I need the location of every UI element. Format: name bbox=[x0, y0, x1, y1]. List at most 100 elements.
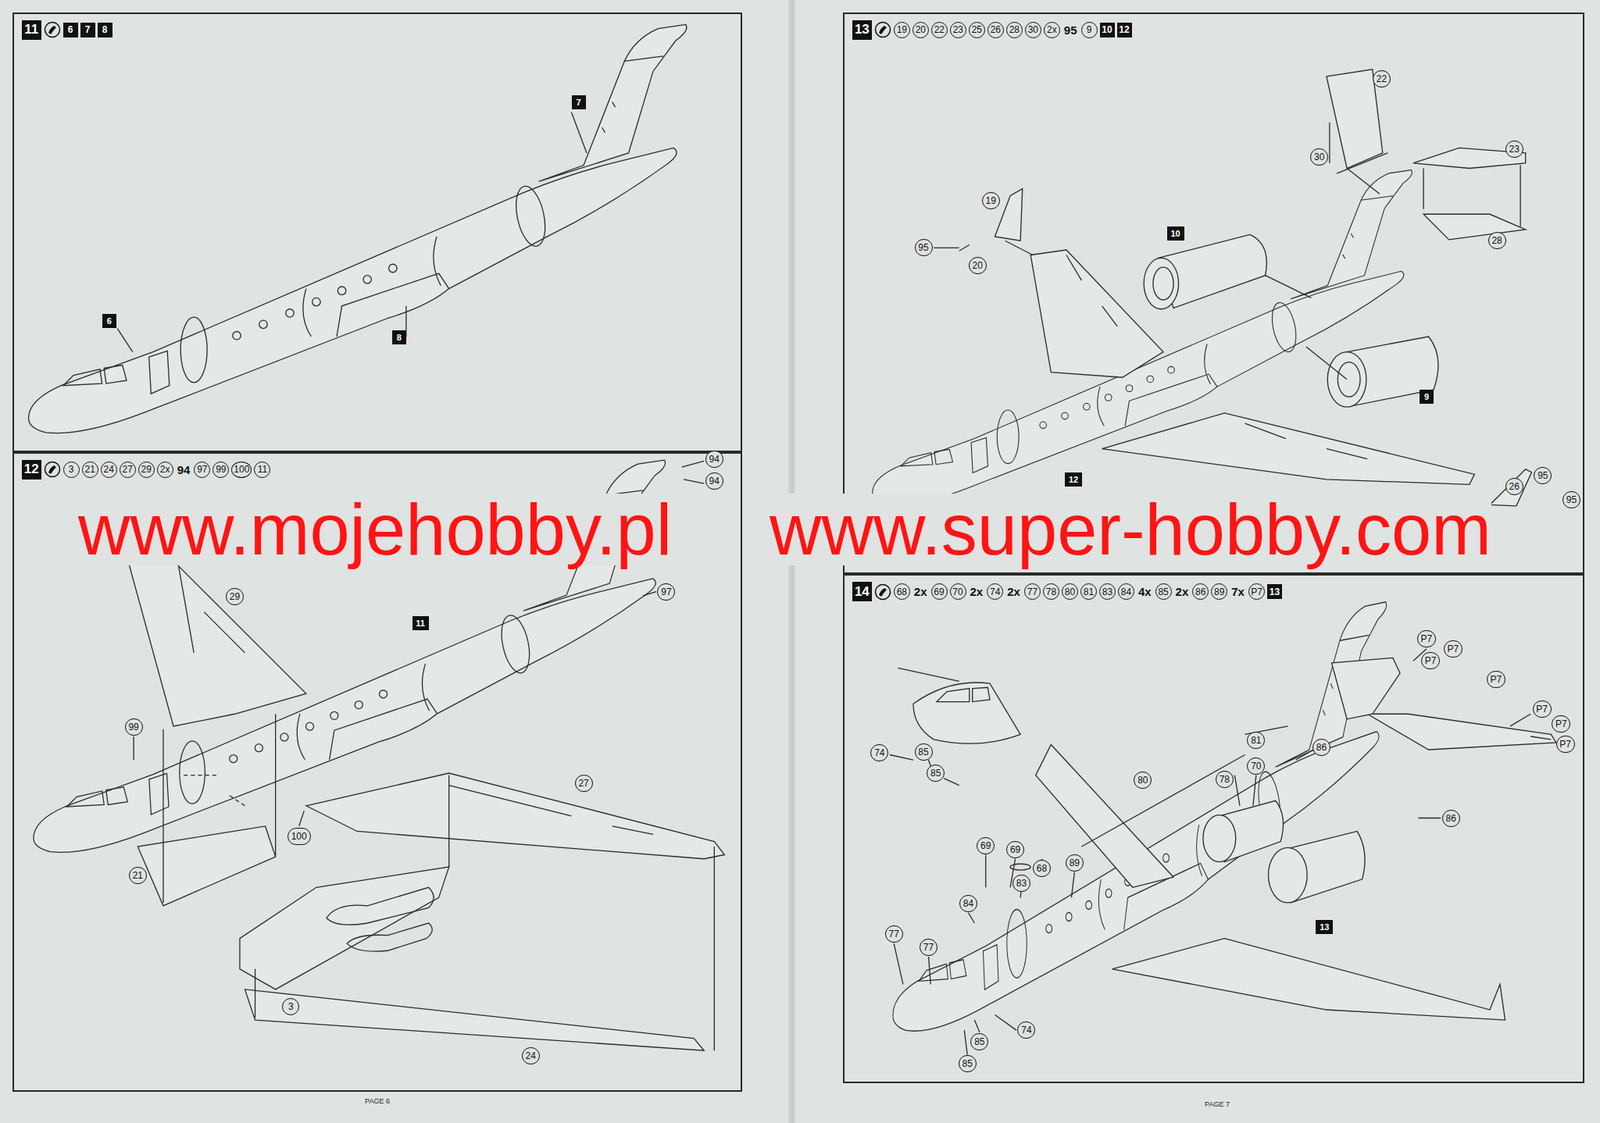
callout-number: 29 bbox=[225, 588, 244, 606]
callout-number: 24 bbox=[100, 461, 118, 479]
callout-text: 8 bbox=[396, 332, 402, 343]
part-number: 8 bbox=[97, 22, 113, 38]
part-number: 10 bbox=[1167, 226, 1185, 241]
callout-number: 99 bbox=[212, 461, 229, 479]
callout-number: 68 bbox=[1032, 860, 1051, 878]
callout-number: 69 bbox=[976, 837, 995, 855]
callout-text: P7 bbox=[1447, 643, 1460, 655]
callout-number: 23 bbox=[1505, 140, 1524, 158]
glue-icon bbox=[874, 583, 892, 601]
drawing-line bbox=[1102, 413, 1475, 485]
callout-number: 69 bbox=[931, 583, 948, 600]
watermark: www.mojehobby.pl bbox=[78, 493, 672, 566]
callout-number: 89 bbox=[1210, 583, 1228, 600]
callout-number: 9 bbox=[1081, 21, 1098, 39]
callout-text: 95 bbox=[917, 242, 929, 254]
callout-text: 6 bbox=[107, 316, 112, 326]
callout-text: 78 bbox=[1219, 774, 1230, 786]
callout-number: 11 bbox=[253, 461, 271, 479]
callout-number: 86 bbox=[1312, 739, 1331, 757]
callout-number: 94 bbox=[705, 472, 724, 490]
step-panel: 14682x69702x742x7778808183844x852x86897x… bbox=[842, 574, 1586, 1084]
callout-text: 21 bbox=[132, 870, 143, 882]
callout-number: 2x bbox=[1043, 21, 1061, 39]
drawing-line bbox=[1153, 267, 1174, 300]
drawing-line bbox=[1244, 423, 1368, 460]
callout-number: 86 bbox=[1442, 810, 1461, 828]
callout-text: 26 bbox=[1509, 481, 1520, 493]
drawing-line bbox=[1489, 469, 1533, 507]
callout-number: 78 bbox=[1215, 771, 1234, 789]
callout-text: 13 bbox=[1319, 922, 1329, 933]
part-number: 6 bbox=[102, 314, 117, 329]
step-number: 13 bbox=[852, 20, 872, 40]
step-header: 14682x69702x742x7778808183844x852x86897x… bbox=[852, 582, 1283, 602]
callout-number: 84 bbox=[959, 895, 978, 913]
step-header: 123212427292x94979910011 bbox=[21, 460, 272, 480]
drawing-line bbox=[1423, 214, 1526, 240]
part-number: 12 bbox=[1117, 22, 1133, 38]
callout-text: 86 bbox=[1446, 813, 1457, 825]
callout-number: 86 bbox=[1192, 583, 1209, 600]
callout-text: 77 bbox=[888, 928, 899, 940]
callout-number: 21 bbox=[82, 461, 99, 479]
callout-number: 3 bbox=[282, 998, 300, 1016]
callout-text: 81 bbox=[1250, 735, 1261, 747]
callout-number: 28 bbox=[1488, 232, 1507, 250]
drawing-line bbox=[1331, 657, 1400, 719]
callout-text: 9 bbox=[1424, 392, 1429, 402]
callout-text: 30 bbox=[1314, 151, 1325, 163]
quantity: 2x bbox=[1174, 585, 1191, 599]
glue-icon-tube bbox=[48, 25, 57, 35]
drawing-line bbox=[306, 773, 725, 860]
glue-icon bbox=[874, 21, 892, 39]
quantity: 2x bbox=[1005, 585, 1022, 599]
drawing-line bbox=[1268, 847, 1308, 904]
callout-number: 26 bbox=[987, 21, 1004, 39]
callout-number: 29 bbox=[138, 461, 155, 479]
callout-text: 85 bbox=[917, 746, 929, 758]
callout-number: 80 bbox=[1061, 583, 1079, 600]
callout-text: 29 bbox=[229, 591, 240, 603]
callout-text: 94 bbox=[709, 475, 720, 487]
callout-number: P7 bbox=[1532, 700, 1552, 718]
callout-number: 22 bbox=[1372, 70, 1391, 88]
drawing-line bbox=[1035, 744, 1174, 888]
glue-icon bbox=[43, 460, 61, 479]
callout-text: 74 bbox=[1021, 1025, 1032, 1036]
glue-icon-ring bbox=[44, 462, 60, 478]
drawing-line bbox=[28, 24, 687, 433]
part-number: 7 bbox=[80, 22, 96, 38]
callout-number: 81 bbox=[1080, 583, 1097, 600]
watermark: www.super-hobby.com bbox=[769, 493, 1492, 566]
callout-number: 85 bbox=[1155, 583, 1172, 600]
step-number: 12 bbox=[21, 460, 42, 480]
callout-number: 85 bbox=[926, 764, 945, 783]
quantity: 95 bbox=[1062, 23, 1079, 37]
drawing-line bbox=[449, 785, 654, 836]
callout-text: 77 bbox=[923, 942, 934, 954]
callout-number: 77 bbox=[885, 925, 904, 943]
part-number: 13 bbox=[1315, 920, 1333, 935]
drawing-line bbox=[1423, 165, 1521, 227]
drawing-line bbox=[1030, 250, 1164, 378]
callout-number: 78 bbox=[1042, 583, 1060, 600]
step-panel: 11678768 bbox=[12, 12, 743, 453]
callout-number: 20 bbox=[968, 257, 987, 275]
callout-number: 30 bbox=[1025, 21, 1042, 39]
drawing-line bbox=[889, 649, 1551, 1056]
callout-number: 80 bbox=[1133, 771, 1152, 790]
callout-text: 85 bbox=[974, 1036, 985, 1048]
callout-text: 22 bbox=[1376, 73, 1387, 85]
drawing-line bbox=[244, 989, 704, 1051]
callout-number: 25 bbox=[968, 21, 986, 39]
callout-number: 26 bbox=[1505, 478, 1524, 496]
callout-number: 77 bbox=[919, 939, 938, 957]
glue-icon-tube bbox=[878, 25, 887, 35]
step-number: 14 bbox=[852, 582, 872, 602]
drawing-line bbox=[137, 826, 275, 907]
callout-number: P7 bbox=[1421, 652, 1440, 670]
drawing-line bbox=[1203, 815, 1236, 863]
callout-text: 7 bbox=[576, 97, 582, 108]
quantity: 2x bbox=[912, 585, 929, 599]
